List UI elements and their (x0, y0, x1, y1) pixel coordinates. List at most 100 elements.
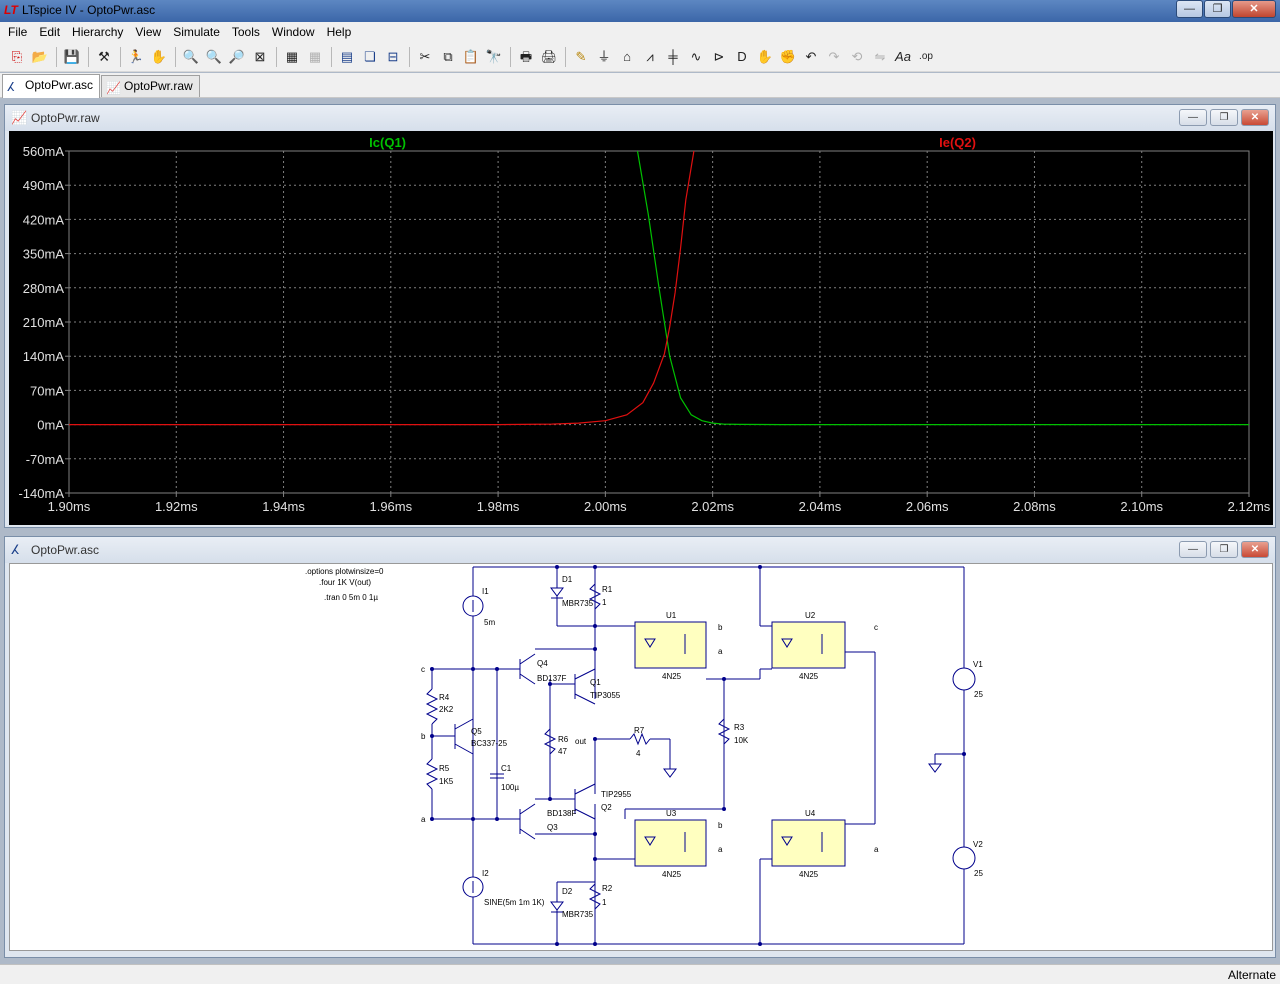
x-tick-label: 1.94ms (262, 499, 305, 514)
zoom-fit-icon[interactable]: ⊠ (254, 48, 266, 64)
tab-waveform[interactable]: 📈 OptoPwr.raw (101, 75, 200, 97)
new-schematic-icon[interactable]: ⎘ (11, 48, 23, 64)
print-icon[interactable]: 🖨 (540, 48, 558, 64)
text-icon[interactable]: Aa (895, 48, 911, 64)
optocouplers (634, 621, 846, 867)
label-net-icon[interactable]: ⌂ (623, 48, 631, 64)
run-icon[interactable]: 🏃 (127, 48, 145, 64)
component-value-v1: 25 (974, 690, 983, 699)
net-label-a: a (718, 845, 723, 854)
x-tick-label: 2.00ms (584, 499, 627, 514)
plot-background (9, 131, 1273, 525)
menu-edit[interactable]: Edit (39, 25, 61, 39)
control-panel-icon[interactable]: ⚒ (98, 48, 110, 64)
save-icon[interactable]: 💾 (63, 48, 81, 64)
component-label-u1: U1 (666, 611, 677, 620)
close-all-icon[interactable]: ⊟ (387, 48, 399, 64)
close-button[interactable]: ✕ (1241, 109, 1269, 126)
component-label-r5: R5 (439, 764, 450, 773)
spice-directive[interactable]: .four 1K V(out) (319, 578, 371, 587)
menu-simulate[interactable]: Simulate (173, 25, 220, 39)
net-label-a: a (718, 647, 723, 656)
find-icon[interactable]: 🔭 (485, 48, 503, 64)
maximize-button[interactable]: ❐ (1204, 0, 1231, 18)
schematic-icon: ⵃ (11, 542, 20, 557)
menu-bar: File Edit Hierarchy View Simulate Tools … (0, 22, 1280, 42)
pan-icon[interactable]: 🔍 (205, 48, 223, 64)
undo-icon[interactable]: ↶ (805, 48, 817, 64)
resistor-icon[interactable]: ⩘ (646, 48, 654, 64)
fft-icon[interactable]: ▦ (308, 48, 322, 64)
component-label-d2: D2 (562, 887, 573, 896)
redo-icon[interactable]: ↷ (828, 48, 840, 64)
component-label-q2: Q2 (601, 803, 612, 812)
toolbar-separator (56, 46, 57, 67)
zoom-out-icon[interactable]: 🔎 (228, 48, 246, 64)
cascade-icon[interactable]: ❏ (364, 48, 376, 64)
series-line-0 (636, 151, 1249, 426)
tile-horizontal-icon[interactable]: ▤ (340, 48, 354, 64)
y-tick-label: 420mA (23, 212, 65, 227)
menu-file[interactable]: File (8, 25, 28, 39)
menu-tools[interactable]: Tools (231, 25, 260, 39)
minimize-button[interactable]: — (1179, 109, 1207, 126)
halt-icon[interactable]: ✋ (150, 48, 168, 64)
toolbar-separator (175, 46, 176, 67)
toolbar-separator (510, 46, 511, 67)
window-titlebar: LT LTspice IV - OptoPwr.asc — ❐ ✕ (0, 0, 1280, 22)
tab-label: OptoPwr.asc (25, 78, 94, 92)
drag-icon[interactable]: ✊ (779, 48, 797, 64)
menu-window[interactable]: Window (271, 25, 315, 39)
minimize-button[interactable]: — (1179, 541, 1207, 558)
x-tick-label: 2.10ms (1120, 499, 1163, 514)
move-icon[interactable]: ✋ (756, 48, 774, 64)
ground-symbol (663, 763, 942, 778)
component-value-q1: TIP3055 (590, 691, 621, 700)
capacitor-icon[interactable]: ╪ (668, 48, 678, 64)
component-value-u4: 4N25 (799, 870, 819, 879)
paste-icon[interactable]: 📋 (462, 48, 480, 64)
toolbar-separator (331, 46, 332, 67)
menu-help[interactable]: Help (326, 25, 352, 39)
component-label-u3: U3 (666, 809, 677, 818)
ground-icon[interactable]: ⏚ (597, 48, 611, 64)
schematic-window-titlebar: ⵃ OptoPwr.asc — ❐ ✕ (5, 537, 1275, 563)
component-label-d1: D1 (562, 575, 573, 584)
open-icon[interactable]: 📂 (31, 48, 49, 64)
menu-hierarchy[interactable]: Hierarchy (72, 25, 124, 39)
y-tick-label: 140mA (23, 349, 65, 364)
restore-button[interactable]: ❐ (1210, 109, 1238, 126)
mirror-icon[interactable]: ⇋ (874, 48, 886, 64)
diode-icon[interactable]: ⊳ (713, 48, 725, 64)
toolbar: ⎘ 📂 💾 ⚒ 🏃 ✋ 🔍 🔍 🔎 ⊠ ▦ ▦ ▤ ❏ ⊟ ✂ ⧉ 📋 🔭 🖶 … (0, 42, 1280, 72)
close-button[interactable]: ✕ (1232, 0, 1276, 18)
net-label-a: a (874, 845, 879, 854)
close-button[interactable]: ✕ (1241, 541, 1269, 558)
waveform-icon: 📈 (106, 81, 121, 95)
wire-icon[interactable]: ✎ (575, 48, 587, 64)
minimize-button[interactable]: — (1176, 0, 1203, 18)
spice-directive[interactable]: .tran 0 5m 0 1µ (324, 593, 378, 602)
component-value-q5: BC337-25 (471, 739, 508, 748)
rotate-icon[interactable]: ⟲ (851, 48, 863, 64)
print-setup-icon[interactable]: 🖶 (519, 48, 533, 64)
zoom-in-icon[interactable]: 🔍 (182, 48, 200, 64)
series-legend-label: Ie(Q2) (939, 135, 976, 150)
component-icon[interactable]: D (737, 48, 747, 64)
toolbar-separator (88, 46, 89, 67)
junction-dots (430, 565, 966, 946)
schematic-drawing: .options plotwinsize=0 .four 1K V(out) .… (305, 565, 983, 946)
restore-button[interactable]: ❐ (1210, 541, 1238, 558)
menu-view[interactable]: View (135, 25, 162, 39)
component-label-r7: R7 (634, 726, 645, 735)
schematic-canvas[interactable]: .options plotwinsize=0 .four 1K V(out) .… (9, 563, 1273, 951)
spice-directive-icon[interactable]: .op (919, 50, 933, 62)
inductor-icon[interactable]: ∿ (690, 48, 702, 64)
tab-schematic[interactable]: ⵃ OptoPwr.asc (2, 74, 101, 98)
component-value-r4: 2K2 (439, 705, 454, 714)
copy-icon[interactable]: ⧉ (443, 48, 453, 64)
cut-icon[interactable]: ✂ (419, 48, 431, 64)
autorange-icon[interactable]: ▦ (285, 48, 299, 64)
spice-directive[interactable]: .options plotwinsize=0 (305, 567, 384, 576)
